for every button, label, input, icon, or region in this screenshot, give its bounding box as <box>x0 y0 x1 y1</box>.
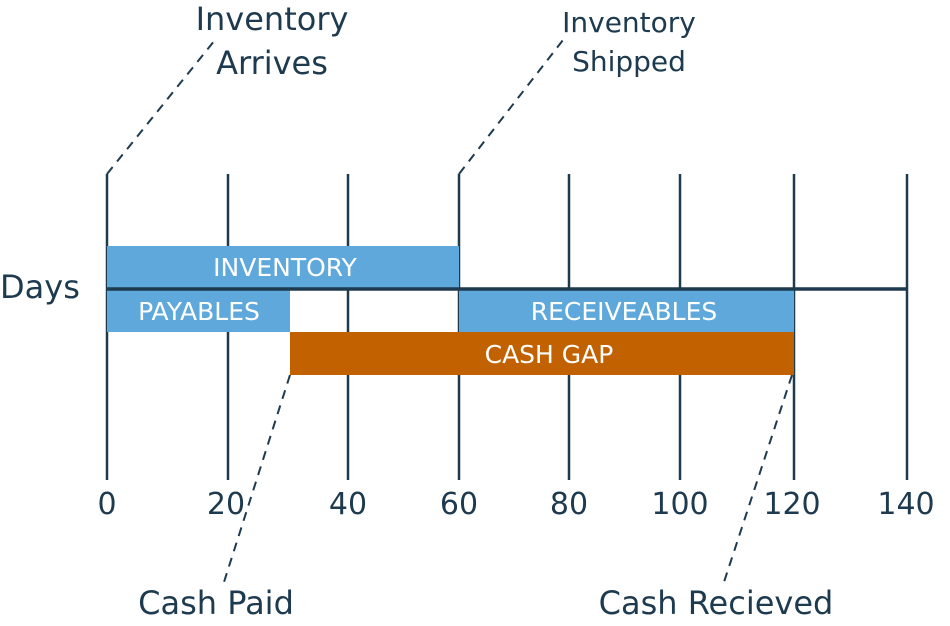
inventory-arrives-line2: Arrives <box>216 44 328 82</box>
days-axis-label: Days <box>0 268 80 306</box>
cash-gap-bar <box>290 332 794 375</box>
payables-bar <box>107 290 290 332</box>
leader-inventory-arrives <box>106 39 216 175</box>
tick-label-120: 120 <box>763 487 820 522</box>
leader-cash-received <box>723 374 793 583</box>
tick-label-60: 60 <box>440 487 478 522</box>
leader-cash-paid <box>223 374 291 583</box>
inventory-shipped-line1: Inventory <box>562 6 696 39</box>
cash-received-label: Cash Recieved <box>599 584 834 622</box>
tick-label-80: 80 <box>550 487 588 522</box>
inventory-bar <box>107 246 459 288</box>
tick-label-0: 0 <box>97 487 116 522</box>
tick-label-40: 40 <box>329 487 367 522</box>
tick-label-100: 100 <box>651 487 708 522</box>
tick-label-140: 140 <box>877 487 934 522</box>
inventory-shipped-line2: Shipped <box>572 45 686 78</box>
tick-label-20: 20 <box>207 487 245 522</box>
cash-paid-label: Cash Paid <box>138 584 294 622</box>
leader-inventory-shipped <box>458 39 564 175</box>
tick-labels: 0 20 40 60 80 100 120 140 <box>97 487 934 522</box>
cash-gap-bar-label: CASH GAP <box>485 340 614 369</box>
inventory-arrives-line1: Inventory <box>196 0 349 38</box>
receivables-bar <box>459 290 794 332</box>
inventory-bar-label: INVENTORY <box>213 253 357 282</box>
receivables-bar-label: RECEIVEABLES <box>531 297 718 326</box>
payables-bar-label: PAYABLES <box>138 297 260 326</box>
